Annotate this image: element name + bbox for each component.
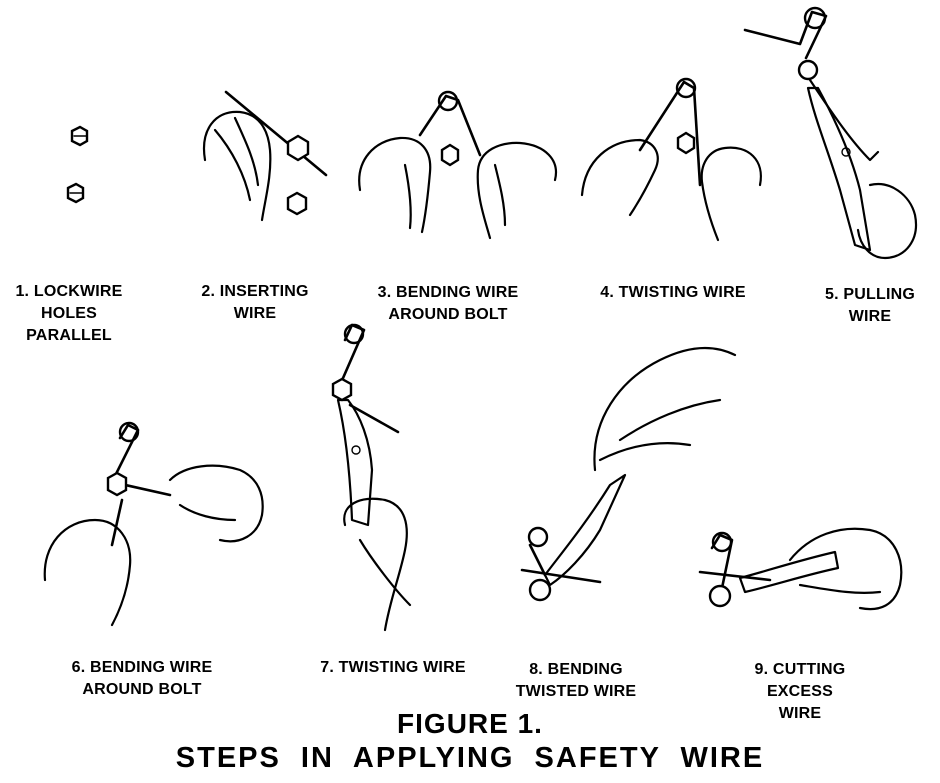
wire-end <box>112 500 122 545</box>
step-5-label: 5. PULLING WIRE <box>810 284 930 328</box>
finger <box>360 540 410 605</box>
step-label-line: 5. PULLING <box>810 284 930 306</box>
step-5-illustration <box>745 8 916 258</box>
step-8-illustration <box>522 348 735 600</box>
wire <box>640 82 700 185</box>
step-1-label: 1. LOCKWIRE HOLES PARALLEL <box>8 281 130 347</box>
bolt-lower <box>799 61 817 79</box>
bolt-lower <box>333 379 351 400</box>
step-3-illustration <box>359 92 556 238</box>
finger <box>180 505 235 520</box>
left-hand <box>45 520 130 625</box>
step-label-line: WIRE <box>810 306 930 328</box>
figure-number: FIGURE 1. <box>0 708 940 740</box>
finger <box>405 165 411 228</box>
step-label-line: 4. TWISTING WIRE <box>580 282 766 304</box>
left-hand <box>582 140 658 215</box>
finger <box>235 118 258 185</box>
step-7-illustration <box>333 325 410 630</box>
hand <box>858 184 916 258</box>
bolt-lower <box>442 145 458 165</box>
step-label-line: AROUND BOLT <box>358 304 538 326</box>
pliers <box>808 88 870 250</box>
step-8-label: 8. BENDING TWISTED WIRE <box>500 659 652 703</box>
step-label-line: 2. INSERTING <box>185 281 325 303</box>
left-hand <box>359 138 430 232</box>
step-2-illustration <box>204 92 326 220</box>
step-label-line: AROUND BOLT <box>52 679 232 701</box>
step-6-label: 6. BENDING WIRE AROUND BOLT <box>52 657 232 701</box>
bolt-lower <box>530 580 550 600</box>
step-4-illustration <box>582 79 761 240</box>
step-7-label: 7. TWISTING WIRE <box>305 657 481 679</box>
step-label-line: 3. BENDING WIRE <box>358 282 538 304</box>
figure-caption: STEPS IN APPLYING SAFETY WIRE <box>0 742 940 775</box>
step-label-line: 1. LOCKWIRE <box>8 281 130 303</box>
finger <box>800 585 880 593</box>
finger <box>495 165 505 225</box>
pliers <box>338 400 372 525</box>
step-9-illustration <box>700 529 901 609</box>
bolt-lower <box>678 133 694 153</box>
step-4-label: 4. TWISTING WIRE <box>580 282 766 304</box>
step-label-line: 6. BENDING WIRE <box>52 657 232 679</box>
step-label-line: PARALLEL <box>8 325 130 347</box>
right-hand <box>702 148 761 240</box>
step-3-label: 3. BENDING WIRE AROUND BOLT <box>358 282 538 326</box>
step-label-line: WIRE <box>185 303 325 325</box>
pliers <box>545 475 625 585</box>
bolt-lower <box>288 193 306 214</box>
right-hand <box>170 466 263 542</box>
hand-lower <box>620 400 720 440</box>
bolt-upper <box>288 136 308 160</box>
bolt-lower <box>710 586 730 606</box>
bolt-lower <box>108 473 126 495</box>
step-label-line: 7. TWISTING WIRE <box>305 657 481 679</box>
step-label-line: 9. CUTTING <box>735 659 865 681</box>
hand-upper <box>594 348 735 470</box>
step-1-illustration <box>68 127 87 202</box>
pliers-pivot <box>352 446 360 454</box>
step-label-line: HOLES <box>8 303 130 325</box>
step-label-line: TWISTED WIRE <box>500 681 652 703</box>
finger <box>600 443 690 460</box>
bolt-upper <box>529 528 547 546</box>
hand-outline <box>204 112 270 220</box>
step-2-label: 2. INSERTING WIRE <box>185 281 325 325</box>
right-hand <box>478 143 556 238</box>
step-label-line: 8. BENDING <box>500 659 652 681</box>
step-label-line: EXCESS <box>735 681 865 703</box>
wire-tail <box>350 405 398 432</box>
hand <box>790 529 901 609</box>
cutters <box>740 552 838 592</box>
step-6-illustration <box>45 423 263 625</box>
